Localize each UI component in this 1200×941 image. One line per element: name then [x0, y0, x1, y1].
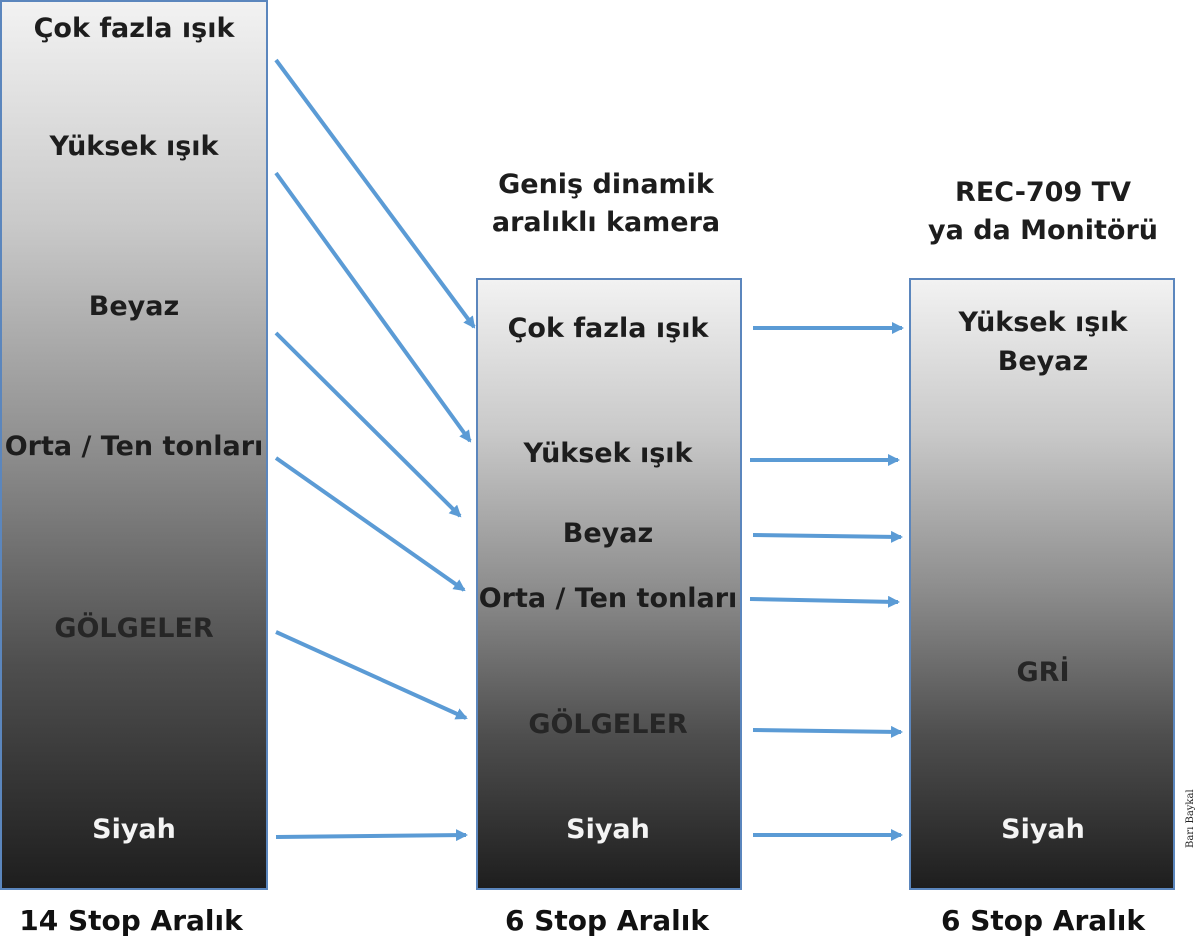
scene-label-highlight: Yüksek ışık: [49, 131, 219, 162]
arrow-camera-midtones: [749, 595, 900, 608]
scene-label-midtones: Orta / Ten tonları: [4, 431, 264, 462]
camera-range-column: [476, 278, 742, 890]
arrow-scene-white: [274, 331, 462, 518]
monitor-heading-line1: REC-709 TV: [955, 177, 1131, 208]
scene-label-shadows: GÖLGELER: [54, 613, 214, 644]
arrow-scene-too-much-light: [274, 58, 476, 329]
monitor-label-gray: GRİ: [1016, 657, 1070, 688]
camera-heading-line1: Geniş dinamik: [498, 169, 714, 200]
scene-label-too-much-light: Çok fazla ışık: [33, 13, 235, 44]
scene-range-column: [0, 0, 268, 890]
monitor-footer: 6 Stop Aralık: [941, 904, 1145, 937]
camera-label-black: Siyah: [566, 814, 650, 845]
monitor-heading-line2: ya da Monitörü: [927, 215, 1159, 246]
scene-label-white: Beyaz: [88, 291, 180, 322]
camera-label-shadows: GÖLGELER: [528, 709, 688, 740]
monitor-label-highlight: Yüksek ışık: [958, 307, 1128, 338]
arrow-scene-shadows: [275, 630, 468, 720]
arrow-camera-shadows: [752, 725, 903, 738]
scene-label-black: Siyah: [92, 814, 176, 845]
arrow-scene-midtones: [274, 456, 466, 592]
camera-footer: 6 Stop Aralık: [505, 904, 709, 937]
camera-label-too-much-light: Çok fazla ışık: [507, 313, 709, 344]
arrow-scene-highlight: [274, 171, 472, 443]
camera-label-highlight: Yüksek ışık: [523, 438, 693, 469]
camera-heading-line2: aralıklı kamera: [491, 207, 721, 238]
monitor-range-column: [909, 278, 1175, 890]
credit-text: Barı Baykal: [1185, 789, 1196, 848]
monitor-label-white: Beyaz: [997, 346, 1089, 377]
camera-label-white: Beyaz: [562, 518, 654, 549]
scene-footer: 14 Stop Aralık: [19, 904, 243, 937]
arrow-scene-black: [275, 829, 468, 842]
camera-label-midtones: Orta / Ten tonları: [478, 583, 738, 614]
monitor-label-black: Siyah: [1001, 814, 1085, 845]
arrow-camera-white: [752, 530, 903, 543]
